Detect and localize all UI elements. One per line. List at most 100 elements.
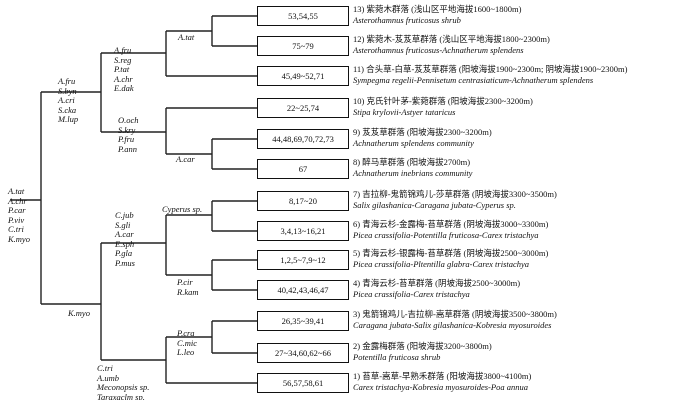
community-name-zh: 3) 鬼箭锦鸡儿-吉拉柳-嵩草群落 (阴坡海拔3500~3800m) — [353, 309, 557, 319]
community-name-zh: 11) 合头草-白草-芨芨草群落 (阳坡海拔1900~2300m; 阴坡海拔19… — [353, 64, 628, 74]
species-code: L.leo — [177, 347, 195, 358]
community-description: 4) 青海云杉-苔草群落 (阴坡海拔2500~3000m)Picea crass… — [353, 278, 520, 299]
species-code: A.umb — [97, 372, 119, 383]
species-code: P.tat — [114, 64, 130, 75]
community-description: 7) 吉拉柳-鬼箭锦鸡儿-莎草群落 (阴坡海拔3300~3500m)Salix … — [353, 189, 557, 210]
community-description: 11) 合头草-白草-芨芨草群落 (阳坡海拔1900~2300m; 阴坡海拔19… — [353, 64, 628, 85]
species-code: Taraxaclm sp. — [97, 391, 145, 400]
species-code: C.tri — [97, 363, 113, 373]
species-code: P.cra — [177, 328, 195, 338]
species-code: A.fru — [58, 76, 76, 86]
species-code: A.chr — [8, 195, 27, 206]
species-code: A.fru — [114, 45, 132, 55]
community-name-latin: Achnatherum splendens community — [353, 137, 474, 148]
community-description: 10) 克氏针叶茅-紫菀群落 (阳坡海拔2300~3200m)Stipa kry… — [353, 96, 533, 117]
community-name-latin: Asterothamnus fruticosus-Achnatherum spl… — [353, 44, 524, 55]
community-description: 12) 紫菀木-芨芨草群落 (浅山区平地海拔1800~2300m)Asterot… — [353, 34, 550, 55]
community-name-latin: Picea crassifolia-Pltentilla glabra-Care… — [353, 258, 530, 269]
community-description: 2) 金露梅群落 (阳坡海拔3200~3800m)Potentilla frut… — [353, 341, 492, 362]
species-code: A.chr — [114, 73, 133, 84]
plot-box: 27~34,60,62~66 — [257, 343, 349, 363]
community-name-zh: 12) 紫菀木-芨芨草群落 (浅山区平地海拔1800~2300m) — [353, 34, 550, 44]
species-code: R.kam — [177, 286, 199, 297]
species-code: P.viv — [8, 214, 25, 225]
species-code: Meconopsis sp. — [97, 382, 150, 393]
community-name-zh: 1) 苔草-嵩草-早熟禾群落 (阳坡海拔3800~4100m) — [353, 371, 532, 381]
species-code: A.tat — [8, 186, 25, 196]
species-code: P.gla — [115, 248, 133, 259]
community-description: 8) 醉马草群落 (阳坡海拔2700m)Achnatherum inebrian… — [353, 157, 472, 178]
species-code: C.tri — [8, 224, 24, 235]
species-code: C.mic — [177, 337, 198, 348]
species-code: P.mus — [115, 257, 135, 268]
species-code: C.jub — [115, 210, 134, 220]
plot-box: 45,49~52,71 — [257, 66, 349, 86]
community-name-zh: 6) 青海云杉-金露梅-苔草群落 (阴坡海拔3000~3300m) — [353, 219, 549, 229]
node-label-lower: K.myo — [68, 308, 90, 319]
species-code: E.sph — [115, 238, 135, 249]
species-code: P.car — [8, 205, 26, 216]
community-name-latin: Salix gilashanica-Caragana jubata-Cyperu… — [353, 199, 516, 210]
node-label-cyperus: Cyperus sp. — [162, 204, 203, 215]
plot-box: 8,17~20 — [257, 191, 349, 211]
community-name-latin: Caragana jubata-Salix gilashanica-Kobres… — [353, 319, 552, 330]
plot-box: 3,4,13~16,21 — [257, 221, 349, 241]
community-name-latin: Picea crassifolia-Carex tristachya — [353, 288, 470, 299]
node-label-a-car: A.car — [176, 154, 195, 165]
plot-box: 40,42,43,46,47 — [257, 280, 349, 300]
plot-box: 75~79 — [257, 36, 349, 56]
community-name-zh: 8) 醉马草群落 (阳坡海拔2700m) — [353, 157, 471, 167]
community-description: 3) 鬼箭锦鸡儿-吉拉柳-嵩草群落 (阴坡海拔3500~3800m)Caraga… — [353, 309, 557, 330]
species-code: E.dak — [114, 83, 134, 94]
community-name-latin: Achnatherum inebrians community — [353, 167, 473, 178]
community-description: 13) 紫菀木群落 (浅山区平地海拔1600~1800m)Asterothamn… — [353, 4, 521, 25]
community-name-zh: 7) 吉拉柳-鬼箭锦鸡儿-莎草群落 (阴坡海拔3300~3500m) — [353, 189, 557, 199]
species-code: S.gli — [115, 219, 131, 230]
species-code: A.tat — [178, 32, 195, 42]
species-code: A.car — [115, 229, 134, 240]
species-code: K.myo — [68, 308, 90, 318]
plot-box: 44,48,69,70,72,73 — [257, 129, 349, 149]
community-name-latin: Potentilla fruticosa shrub — [353, 351, 441, 362]
community-name-zh: 2) 金露梅群落 (阳坡海拔3200~3800m) — [353, 341, 492, 351]
plot-box: 53,54,55 — [257, 6, 349, 26]
plot-box: 67 — [257, 159, 349, 179]
community-name-zh: 10) 克氏针叶茅-紫菀群落 (阳坡海拔2300~3200m) — [353, 96, 533, 106]
species-code: P.ann — [118, 143, 137, 154]
species-code: P.fru — [118, 134, 135, 145]
species-code: Cyperus sp. — [162, 204, 203, 214]
community-name-latin: Sympegma regelii-Pennisetum centrasiatic… — [353, 74, 594, 85]
species-code: M.lup — [58, 114, 79, 125]
community-description: 5) 青海云杉-银露梅-苔草群落 (阴坡海拔2500~3000m)Picea c… — [353, 248, 548, 269]
community-name-zh: 5) 青海云杉-银露梅-苔草群落 (阴坡海拔2500~3000m) — [353, 248, 549, 258]
community-name-zh: 4) 青海云杉-苔草群落 (阴坡海拔2500~3000m) — [353, 278, 521, 288]
species-code: S.byn — [58, 85, 77, 96]
species-code: O.och — [118, 115, 139, 125]
species-code: P.cir — [177, 277, 193, 287]
plot-box: 56,57,58,61 — [257, 373, 349, 393]
species-code: A.cri — [58, 95, 75, 106]
community-name-latin: Picea crassifolia-Potentilla fruticosa-C… — [353, 229, 539, 240]
species-code: K.myo — [8, 233, 30, 244]
community-description: 1) 苔草-嵩草-早熟禾群落 (阳坡海拔3800~4100m)Carex tri… — [353, 371, 531, 392]
species-code: A.car — [176, 154, 195, 164]
species-code: S.reg — [114, 54, 132, 65]
community-name-latin: Stipa krylovii-Astyer tataricus — [353, 106, 456, 117]
community-name-latin: Carex tristachya-Kobresia myosuroides-Po… — [353, 381, 528, 392]
plot-box: 22~25,74 — [257, 98, 349, 118]
community-description: 9) 芨芨草群落 (阳坡海拔2300~3200m)Achnatherum spl… — [353, 127, 492, 148]
node-label-a-tat: A.tat — [178, 32, 195, 43]
community-description: 6) 青海云杉-金露梅-苔草群落 (阴坡海拔3000~3300m)Picea c… — [353, 219, 548, 240]
community-name-zh: 9) 芨芨草群落 (阳坡海拔2300~3200m) — [353, 127, 492, 137]
species-code: S.kry — [118, 124, 136, 135]
plot-box: 26,35~39,41 — [257, 311, 349, 331]
